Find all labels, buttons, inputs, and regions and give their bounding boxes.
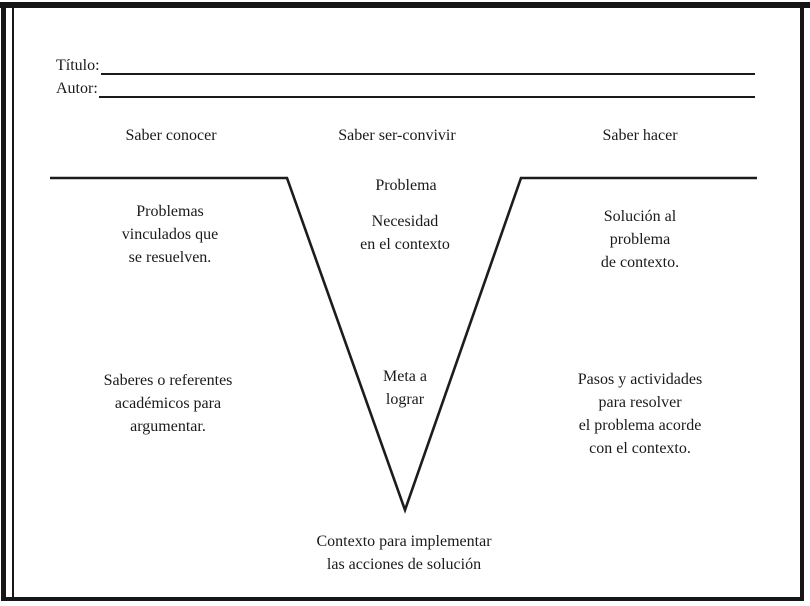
center-goal-text: Meta a lograr xyxy=(383,368,427,408)
frame-border-top xyxy=(0,2,810,8)
author-label: Autor: xyxy=(56,80,98,97)
center-need-text: Necesidad en el contexto xyxy=(360,213,450,253)
frame-border-right xyxy=(800,7,804,601)
bottom-context-text: Contexto para implementar las acciones d… xyxy=(316,533,492,573)
author-underline xyxy=(99,96,755,98)
frame-border-bottom xyxy=(1,597,804,601)
column-header-saber-ser-convivir: Saber ser-convivir xyxy=(338,127,456,144)
left-knowledge-text: Saberes o referentes académicos para arg… xyxy=(103,372,233,435)
frame-border-left xyxy=(1,2,6,601)
center-problem-text: Problema xyxy=(375,177,437,194)
title-underline xyxy=(101,73,755,75)
frame-border-left-inner xyxy=(12,7,14,600)
column-header-saber-hacer: Saber hacer xyxy=(602,127,678,144)
right-steps-text: Pasos y actividades para resolver el pro… xyxy=(577,371,703,457)
right-solution-text: Solución al problema de contexto. xyxy=(600,208,680,271)
title-label: Título: xyxy=(56,57,100,74)
left-problems-text: Problemas vinculados que se resuelven. xyxy=(121,203,219,266)
column-header-saber-conocer: Saber conocer xyxy=(125,127,217,144)
